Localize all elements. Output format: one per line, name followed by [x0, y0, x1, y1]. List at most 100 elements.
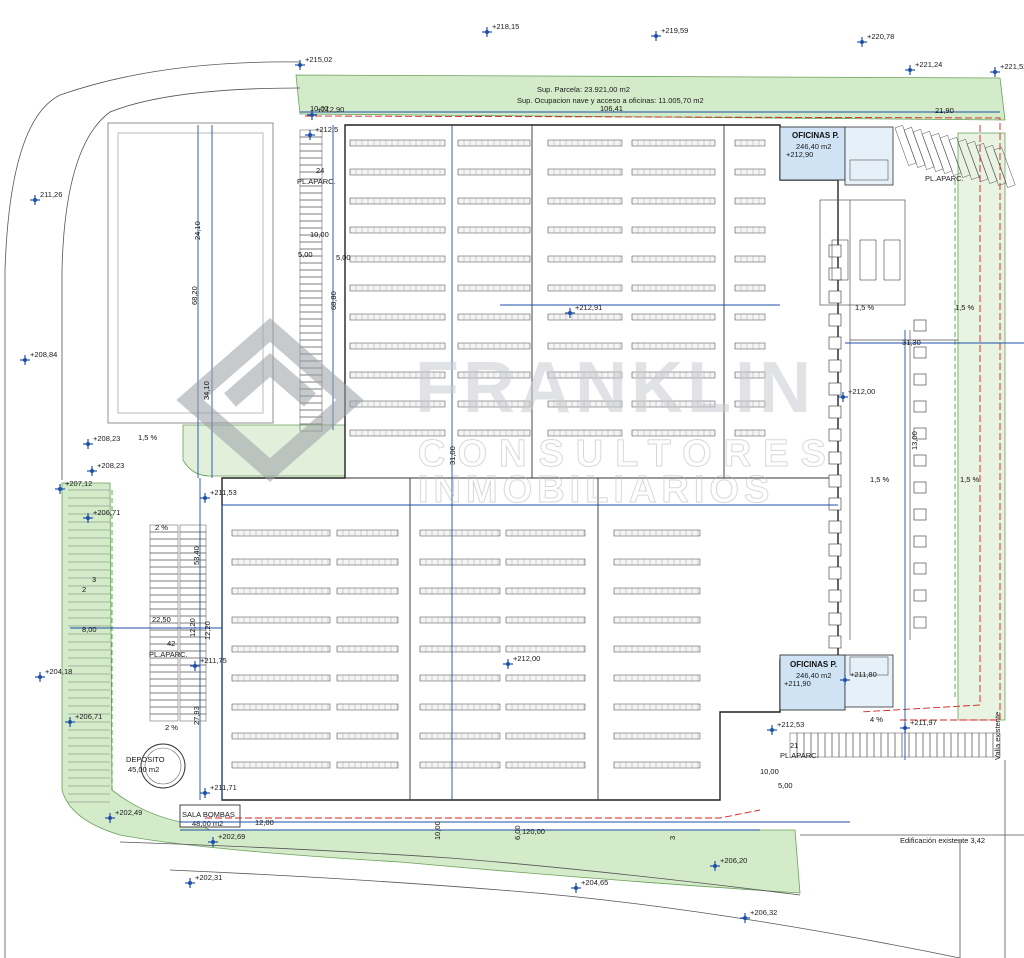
parking-stall [993, 146, 1016, 188]
dimension-label: 10,00 [433, 821, 442, 840]
elevation-label: +219,59 [661, 26, 688, 35]
dimension-label: 1,5 % [955, 303, 975, 312]
parking-stall [299, 185, 323, 194]
elevation-label: +202,49 [115, 808, 142, 817]
dimension-label: 12,00 [255, 818, 274, 827]
loading-dock-door [828, 382, 842, 396]
elevation-marker: +215,02 [295, 55, 332, 70]
parking-count-west: 42 [167, 639, 175, 648]
rack-row [336, 558, 399, 566]
parking-stall [299, 325, 323, 334]
elevation-marker: +202,31 [185, 873, 222, 888]
parking-stall [299, 241, 323, 250]
parking-stall [179, 671, 207, 680]
dimension-label: 24,10 [193, 221, 202, 240]
dimension-label: 12,20 [188, 618, 197, 637]
rack-row [734, 255, 766, 263]
rack-row [231, 587, 331, 595]
landscape-areas [61, 74, 1006, 894]
parking-stall [845, 732, 854, 758]
existing-sports-field [107, 122, 274, 424]
parking-stall [149, 580, 179, 589]
truck-bay [913, 508, 927, 521]
elevation-marker: +206,20 [710, 856, 747, 871]
parking-stall [149, 664, 179, 673]
parking-stall [179, 594, 207, 603]
parking-stall [985, 732, 994, 758]
dimension-label: 3 [92, 575, 96, 584]
rack-row [349, 139, 446, 147]
rack-row [505, 558, 586, 566]
dimension-label: 8,00 [82, 625, 97, 634]
elevation-label: +204,65 [581, 878, 608, 887]
rack-row [231, 529, 331, 537]
rack-row [547, 139, 623, 147]
watermark: FRANKLIN CONSULTORES INMOBILIARIOS [176, 318, 826, 512]
office-block-top: OFICINAS P. 246,40 m2 +212,90 [779, 126, 894, 186]
elevation-marker: +212,90 [307, 105, 344, 120]
parking-stall [950, 732, 959, 758]
dock-area-lines [819, 199, 958, 640]
loading-dock-door [828, 336, 842, 350]
parking-stall [838, 732, 847, 758]
rack-row [734, 429, 766, 437]
office-top-title: OFICINAS P. [792, 131, 839, 140]
parking-stall [299, 192, 323, 201]
rack-row [734, 139, 766, 147]
parking-stall [179, 573, 207, 582]
elevation-marker: +211,71 [200, 783, 237, 798]
elevation-marker: +206,71 [83, 508, 120, 523]
truck-bay [913, 454, 927, 467]
parking-stall [149, 566, 179, 575]
rack-row [231, 703, 331, 711]
parking-labels: 24 PL.APARC. 42 PL.APARC. PL.APARC. 21 P… [149, 166, 964, 760]
rack-row [734, 168, 766, 176]
elevation-marker: +211,53 [200, 488, 237, 503]
rack-row [349, 255, 446, 263]
elevation-label: +212,00 [513, 654, 540, 663]
rack-row [631, 168, 716, 176]
rack-row [631, 313, 716, 321]
office-top-level: +212,90 [786, 150, 813, 159]
loading-docks [828, 239, 927, 649]
dimension-label: 10,00 [760, 767, 779, 776]
parking-label-north: PL.APARC. [297, 177, 336, 186]
rack-row [457, 168, 531, 176]
rack-row [505, 703, 586, 711]
dimension-label: 5,00 [336, 253, 351, 262]
parking-stall [299, 220, 323, 229]
elevation-label: +208,23 [97, 461, 124, 470]
parking-stall [852, 732, 861, 758]
elevation-label: +212,53 [777, 720, 804, 729]
dimension-label: 10,02 [310, 104, 329, 113]
parking-stall [971, 732, 980, 758]
parking-stall [887, 732, 896, 758]
rack-row [613, 529, 701, 537]
elevation-label: +202,69 [218, 832, 245, 841]
rack-row [457, 139, 531, 147]
parking-label-west: PL.APARC. [149, 650, 188, 659]
elevation-marker: +202,49 [105, 808, 142, 823]
parking-stall [179, 608, 207, 617]
parking-stall [866, 732, 875, 758]
elevation-label: +211,53 [210, 488, 237, 497]
elevation-marker: +212,91 [565, 303, 602, 318]
parking-stall [149, 538, 179, 547]
rack-row [419, 616, 501, 624]
truck-bay [913, 373, 927, 386]
parking-stall [922, 732, 931, 758]
rack-row [419, 558, 501, 566]
rack-row [505, 761, 586, 769]
loading-dock-door [828, 405, 842, 419]
parking-stall [299, 318, 323, 327]
parking-stall [964, 732, 973, 758]
storage-racks [231, 125, 838, 800]
parking-stall [179, 524, 207, 533]
elevation-label: +211,80 [850, 670, 877, 679]
parking-stall [943, 732, 952, 758]
rack-row [734, 400, 766, 408]
elevation-label: +221,24 [915, 60, 942, 69]
rack-row [419, 732, 501, 740]
rack-row [419, 761, 501, 769]
